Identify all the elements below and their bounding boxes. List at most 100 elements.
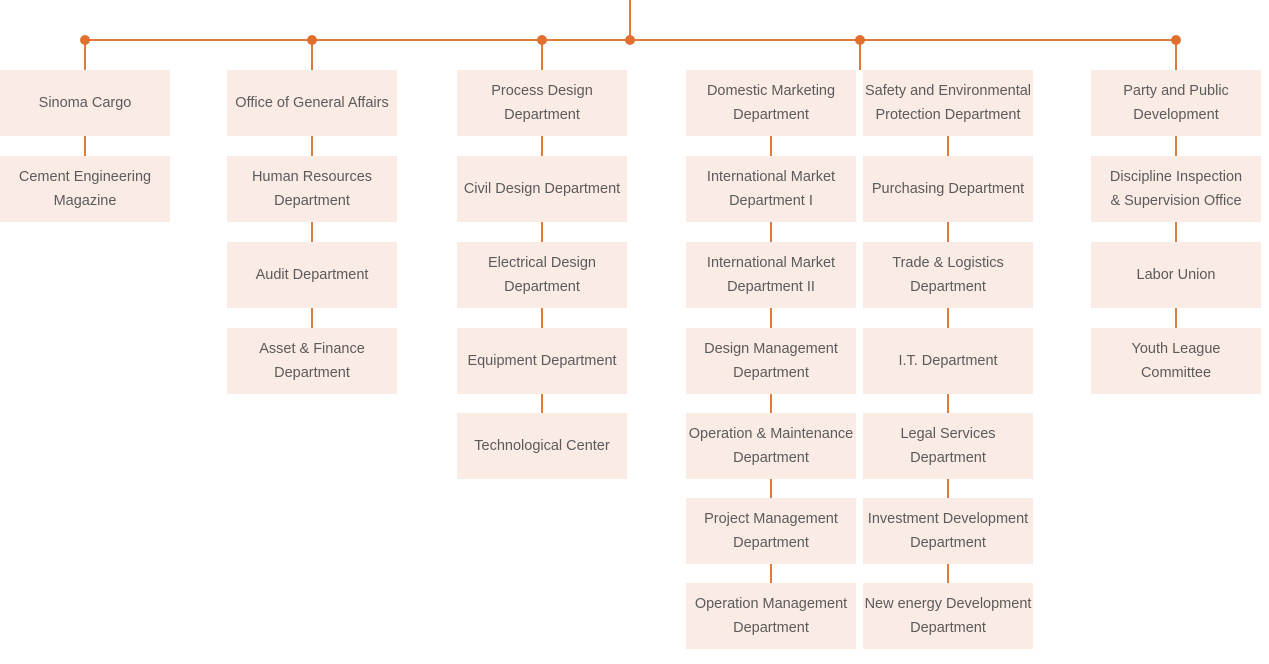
org-box-label: Project Management (704, 511, 838, 527)
connector-drop (311, 40, 313, 70)
org-box-label: Committee (1140, 365, 1212, 381)
org-box-audit-department: Audit Department (227, 242, 397, 308)
org-box-label: I.T. Department (898, 353, 998, 369)
connector-segment (770, 564, 772, 583)
org-box-label: Protection Department (875, 107, 1021, 123)
trunk-line (629, 0, 631, 40)
connector-segment (947, 308, 949, 328)
connector-segment (947, 394, 949, 413)
org-box-label: Development (1133, 107, 1219, 123)
org-box-sinoma-cargo: Sinoma Cargo (0, 70, 170, 136)
org-box-label: Equipment Department (467, 353, 617, 369)
connector-segment (770, 479, 772, 498)
connector-segment (770, 308, 772, 328)
connector-segment (541, 222, 543, 242)
org-box-technological-center: Technological Center (457, 413, 627, 479)
connector-drop (859, 40, 861, 70)
org-box-label: Design Management (704, 341, 838, 357)
org-box-label: Youth League (1131, 341, 1221, 357)
org-box-label: International Market (706, 255, 836, 271)
org-box-label: International Market (706, 169, 836, 185)
connector-dot (537, 35, 547, 45)
org-box-label: Process Design (491, 83, 593, 99)
org-box-label: Department (910, 450, 986, 466)
org-box-label: Investment Development (867, 511, 1029, 527)
org-box-label: Party and Public (1123, 83, 1229, 99)
org-box-equipment-department: Equipment Department (457, 328, 627, 394)
connector-dot (80, 35, 90, 45)
connector-segment (311, 308, 313, 328)
org-box-label: Department (910, 620, 986, 636)
org-box-label: Safety and Environmental (864, 83, 1032, 99)
org-box-label: Human Resources (251, 169, 373, 185)
connector-segment (770, 394, 772, 413)
org-box-label: Audit Department (255, 267, 369, 283)
org-box-civil-design-department: Civil Design Department (457, 156, 627, 222)
org-box-purchasing-department: Purchasing Department (863, 156, 1033, 222)
org-box-label: Department (274, 193, 350, 209)
org-box-label: New energy Development (864, 596, 1032, 612)
org-box-labor-union: Labor Union (1091, 242, 1261, 308)
connector-dot (1171, 35, 1181, 45)
org-box-label: Department (733, 620, 809, 636)
org-box-label: Sinoma Cargo (38, 95, 132, 111)
connector-segment (947, 479, 949, 498)
org-box-label: Asset & Finance (259, 341, 365, 357)
org-box-label: Department (274, 365, 350, 381)
connector-segment (947, 136, 949, 156)
org-box-label: Department (504, 107, 580, 123)
org-box-label: Operation Management (694, 596, 848, 612)
connector-segment (311, 136, 313, 156)
connector-dot (855, 35, 865, 45)
org-box-label: & Supervision Office (1110, 193, 1242, 209)
org-box-label: Civil Design Department (463, 181, 621, 197)
connector-segment (311, 222, 313, 242)
connector-segment (541, 394, 543, 413)
org-box-discipline-inspection-supervision-office: Discipline Inspection & Supervision Offic… (1091, 156, 1261, 222)
connector-segment (947, 222, 949, 242)
connector-drop (84, 40, 86, 70)
connector-segment (1175, 222, 1177, 242)
org-box-label: Discipline Inspection (1109, 169, 1243, 185)
org-box-label: Department (504, 279, 580, 295)
connector-segment (541, 136, 543, 156)
org-box-i-t-department: I.T. Department (863, 328, 1033, 394)
org-box-label: Trade & Logistics (892, 255, 1004, 271)
org-box-label: Department (733, 450, 809, 466)
org-box-label: Magazine (53, 193, 117, 209)
org-box-label: Domestic Marketing (706, 83, 836, 99)
connector-segment (1175, 136, 1177, 156)
connector-segment (770, 222, 772, 242)
org-box-office-of-general-affairs: Office of General Affairs (227, 70, 397, 136)
org-box-label: Department (733, 535, 809, 551)
org-box-label: Department (733, 365, 809, 381)
org-box-label: Legal Services (900, 426, 996, 442)
org-box-label: Purchasing Department (871, 181, 1025, 197)
org-box-label: Operation & Maintenance (688, 426, 854, 442)
connector-segment (84, 136, 86, 156)
org-box-label: Department (910, 279, 986, 295)
connector-dot (625, 35, 635, 45)
org-box-label: Technological Center (474, 438, 610, 454)
org-box-label: Department (733, 107, 809, 123)
connector-segment (770, 136, 772, 156)
